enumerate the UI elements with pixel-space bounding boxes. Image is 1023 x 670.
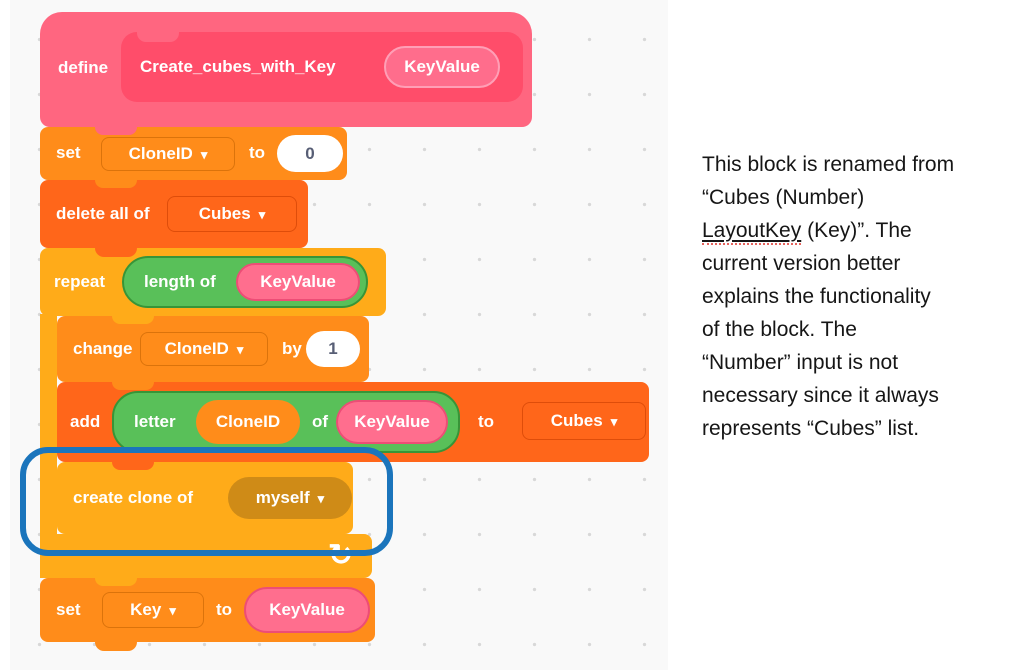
keyvalue-param-reporter[interactable]: KeyValue	[336, 400, 448, 444]
annotation-line: This block is renamed from	[702, 153, 955, 176]
cubes-list-dropdown[interactable]: Cubes ▾	[522, 402, 646, 440]
prototype-notch	[137, 32, 179, 42]
chevron-down-icon: ▾	[258, 206, 266, 222]
annotation-line: current version better	[702, 252, 901, 275]
letter-label: letter	[134, 412, 176, 431]
notch-set-delete	[95, 180, 137, 188]
dropdown-value: CloneID	[128, 144, 193, 163]
annotation-line: “Cubes (Number)	[702, 186, 865, 209]
notch-add-create	[112, 462, 154, 470]
dropdown-value: Cubes	[550, 411, 603, 430]
dropdown-value: CloneID	[164, 339, 229, 358]
dropdown-value: myself	[255, 488, 310, 507]
notch-define-set	[95, 127, 137, 135]
chevron-down-icon: ▾	[610, 413, 618, 429]
value-input[interactable]: 0	[277, 135, 343, 172]
change-label: change	[73, 339, 133, 358]
dropdown-value: Key	[130, 600, 162, 619]
keyvalue-param-reporter[interactable]: KeyValue	[236, 263, 360, 301]
to-label: to	[216, 600, 233, 619]
cloneid-variable-dropdown[interactable]: CloneID ▾	[101, 137, 235, 171]
add-label: add	[70, 412, 101, 431]
chevron-down-icon: ▾	[169, 602, 176, 618]
annotation-line: represents “Cubes” list.	[702, 417, 920, 440]
length-of-label: length of	[144, 272, 216, 291]
to-label: to	[478, 412, 495, 431]
notch-repeat-change	[112, 316, 154, 324]
cubes-list-dropdown[interactable]: Cubes ▾	[167, 196, 297, 232]
dropdown-value: Cubes	[198, 204, 251, 223]
delete-all-label: delete all of	[56, 204, 150, 223]
cloneid-variable-dropdown[interactable]: CloneID ▾	[140, 332, 268, 366]
key-variable-dropdown[interactable]: Key ▾	[102, 592, 204, 628]
annotation-text: This block is renamed from “Cubes (Numbe…	[702, 148, 1022, 445]
annotation-line: LayoutKey (Key)”. The	[702, 214, 1022, 247]
chevron-down-icon: ▾	[200, 146, 208, 162]
repeat-block-left-arm[interactable]	[40, 314, 57, 578]
highlight-rectangle	[20, 447, 393, 556]
chevron-down-icon: ▾	[317, 490, 325, 506]
notch-delete-repeat	[95, 248, 137, 257]
create-clone-label: create clone of	[73, 488, 193, 507]
chevron-down-icon: ▾	[236, 341, 244, 357]
define-keyword-label: define	[58, 58, 109, 77]
notch-change-add	[112, 382, 154, 390]
repeat-label: repeat	[54, 272, 106, 291]
repeat-block-footer[interactable]	[40, 534, 372, 578]
set-label: set	[56, 600, 81, 619]
annotation-line-rest: (Key)”. The	[801, 219, 912, 242]
notch-repeat-setkey	[95, 578, 137, 586]
by-label: by	[282, 339, 302, 358]
annotation-line: “Number” input is not	[702, 351, 899, 374]
value-input[interactable]: 1	[306, 331, 360, 367]
to-label: to	[249, 143, 266, 162]
annotation-line: of the block. The	[702, 318, 857, 341]
define-param-reporter[interactable]: KeyValue	[384, 46, 500, 88]
delete-all-block[interactable]	[40, 180, 308, 248]
cloneid-variable-reporter[interactable]: CloneID	[196, 400, 300, 444]
annotation-line: necessary since it always	[702, 384, 939, 407]
clone-target-dropdown[interactable]: myself ▾	[228, 477, 352, 519]
of-label: of	[312, 412, 329, 431]
misspelled-word: LayoutKey	[702, 219, 802, 245]
annotation-line: explains the functionality	[702, 285, 931, 308]
procedure-name-label: Create_cubes_with_Key	[140, 57, 336, 76]
set-label: set	[56, 143, 81, 162]
keyvalue-param-reporter[interactable]: KeyValue	[244, 587, 370, 633]
setkey-bottom-tab	[95, 642, 137, 651]
